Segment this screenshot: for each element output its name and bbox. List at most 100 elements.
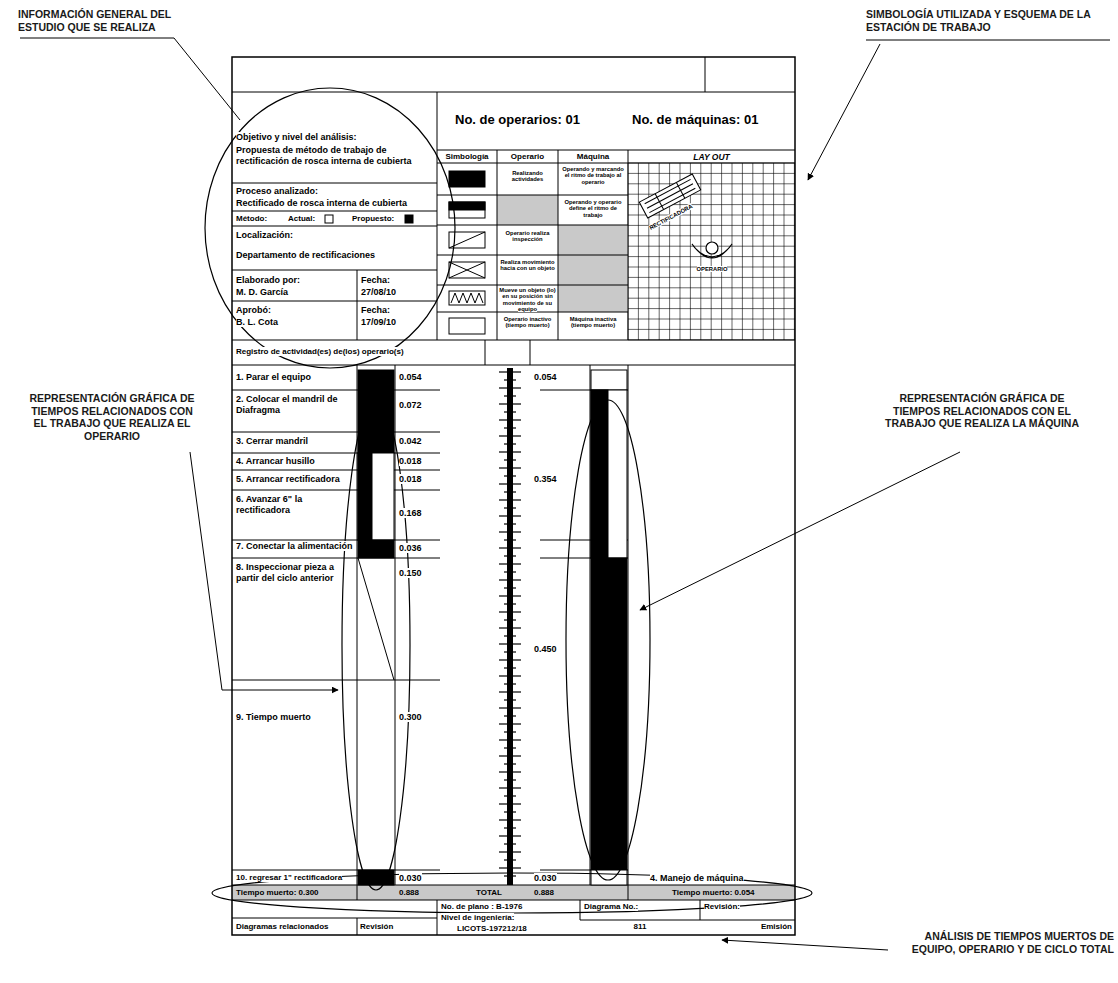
footer-field-text: Diagramas relacionados [236,922,328,931]
time-value: 0.072 [399,400,439,411]
field-label-text: Objetivo y nivel del análisis: [236,132,357,142]
time-value: 0.168 [399,508,439,519]
time-value: 0.018 [399,456,439,467]
time-value: 0.036 [399,543,439,554]
footer-field: No. de plano : B-1976 [441,902,577,912]
time-value: 0.054 [399,372,439,383]
column-header: Simbología [438,152,496,162]
time-scale [504,699,516,700]
time-value-text: 0.054 [399,372,422,382]
time-scale [499,579,521,580]
leader-line [866,40,1110,41]
grey-cell [232,195,795,900]
form-grid [232,340,795,341]
time-scale [504,795,516,796]
footer-field-text: Diagrama No.: [584,902,638,911]
time-value: 0.354 [534,474,574,485]
form-grid [437,195,628,196]
symbol-sample [449,262,485,278]
checkbox [325,215,333,223]
leader-line [640,452,960,610]
layout-grid [628,173,795,174]
column-header-text: Máquina [577,152,609,161]
form-grid [357,270,358,340]
operator-bar [358,370,394,453]
time-scale [504,587,516,588]
time-value-text: 0.030 [534,873,557,883]
layout-grid [628,298,795,299]
form-grid [232,57,795,935]
activity-label: 8. Inspeccionar pieza a partir del ciclo… [236,562,354,584]
activity-label: 9. Tiempo muerto [236,712,354,723]
activity-label-text: 6. Avanzar 6" la rectificadora [236,494,302,515]
symbol-description: Realiza movimiento hacia con un objeto [499,259,556,272]
time-scale [499,771,521,772]
field-value-text: Departamento de rectificaciones [236,250,375,260]
footer-value-text: 811 [634,922,647,931]
time-scale [504,427,516,428]
form-grid [437,255,628,256]
column-header: LAY OUT [629,152,794,162]
callout-label: REPRESENTACIÓN GRÁFICA DE TIEMPOS RELACI… [24,392,200,442]
footer-field-text: Revisión: [704,902,740,911]
layout-label: RECTIFICADORA [639,198,704,237]
count-label-text: No. de máquinas: 01 [632,112,758,127]
time-scale [504,731,516,732]
time-scale [504,843,516,844]
time-scale [499,691,521,692]
layout-grid [659,163,660,340]
time-scale [499,547,521,548]
layout-grid [628,183,795,184]
grinder-symbol [639,174,700,218]
time-scale [504,491,516,492]
time-scale [504,651,516,652]
time-scale [499,403,521,404]
time-scale [499,387,521,388]
symbol-description: Realizando actividades [499,170,556,183]
form-grid [232,870,440,871]
form-grid [530,340,531,365]
time-value-text: 0.072 [399,400,422,410]
callout-label-text: ANÁLISIS DE TIEMPOS MUERTOS DE EQUIPO, O… [912,930,1114,955]
layout-grid [628,163,795,340]
grey-cell [558,225,628,312]
form-grid [705,57,706,92]
activity-label-text: 3. Cerrar mandril [236,436,308,446]
form-grid [485,340,486,365]
operator-bar [358,370,394,885]
field-label-text: Propuesto: [352,214,394,223]
footer-field: Diagramas relacionados [236,922,354,932]
activity-label-text: 5. Arrancar rectificadora [236,474,340,484]
activity-label-text: 2. Colocar el mandril de Diafragma [236,394,338,415]
form-grid [437,92,438,340]
time-scale [499,531,521,532]
operator-symbol [692,242,732,258]
time-scale [499,675,521,676]
symbol-description-text: Realiza movimiento hacia con un objeto [500,259,554,271]
time-scale [499,467,521,468]
time-scale [504,539,516,540]
grinder-symbol [676,182,684,198]
field-value: M. D. García [236,287,354,298]
field-label: Elaborado por: [236,275,354,286]
column-header-text: Simbología [445,152,488,161]
grinder-symbol [655,194,663,210]
operator-bar [358,453,372,540]
operator-bar [358,453,394,540]
form-grid [232,490,440,491]
form-grid [437,285,628,286]
time-scale [504,763,516,764]
layout-grid [763,163,764,340]
footer-field: Revisión: [704,902,792,912]
activity-label: 10. regresar 1" rectificadora [236,873,354,883]
leader-line [808,44,880,180]
callout-label-text: INFORMACIÓN GENERAL DEL ESTUDIO QUE SE R… [18,8,171,33]
field-value: 17/09/10 [361,317,433,328]
field-label-text: Localización: [236,230,293,240]
field-value: Departamento de rectificaciones [236,250,432,261]
callout-label: INFORMACIÓN GENERAL DEL ESTUDIO QUE SE R… [18,8,184,33]
form-grid [232,57,795,935]
symbol-description-text: Mueve un objeto (lo) en su posición sin … [499,287,555,312]
grinder-symbol [645,179,691,203]
time-scale [499,739,521,740]
